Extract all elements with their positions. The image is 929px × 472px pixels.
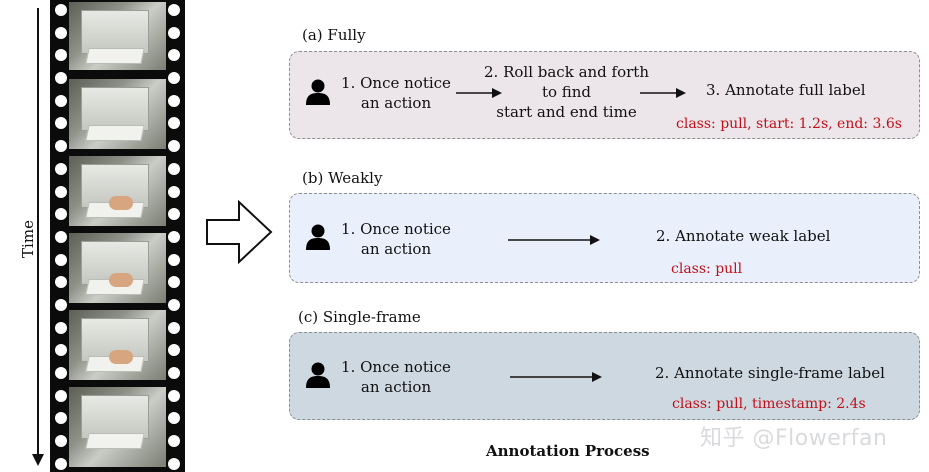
video-frame-3 (69, 156, 166, 226)
figure-caption: Annotation Process (486, 442, 650, 460)
step-notice-weakly: 1. Once notice an action (340, 219, 452, 259)
down-arrow-icon (32, 454, 44, 466)
panel-single-frame (289, 332, 920, 420)
step-text: 2. Roll back and forth (484, 63, 649, 81)
film-sprocket-holes-left (54, 4, 68, 470)
video-frame-1 (69, 2, 166, 70)
step-notice-fully: 1. Once notice an action (340, 73, 452, 113)
video-frame-4 (69, 233, 166, 303)
panel-weakly (289, 193, 920, 283)
step-text: to find (541, 83, 592, 101)
right-arrow-icon (510, 372, 602, 382)
video-frame-6 (69, 387, 166, 467)
person-icon (306, 79, 330, 105)
weak-label-annotation: class: pull (671, 261, 743, 277)
time-axis-label: Time (19, 220, 37, 258)
step-text: 1. Once notice (341, 358, 451, 376)
step-annotate-single-frame: 2. Annotate single-frame label (655, 364, 885, 382)
right-arrow-icon (456, 88, 502, 98)
right-arrow-icon (508, 235, 600, 245)
step-rollback-fully: 2. Roll back and forth to find start and… (484, 62, 649, 122)
step-annotate-weak: 2. Annotate weak label (656, 227, 831, 245)
full-label-annotation: class: pull, start: 1.2s, end: 3.6s (676, 116, 902, 132)
time-axis-line (37, 8, 39, 458)
panel-title-single-frame: (c) Single-frame (298, 308, 421, 326)
video-frame-2 (69, 79, 166, 149)
film-sprocket-holes-right (167, 4, 181, 470)
step-text: an action (360, 94, 432, 112)
step-annotate-full: 3. Annotate full label (706, 81, 866, 99)
right-arrow-icon (640, 88, 686, 98)
step-text: start and end time (496, 103, 637, 121)
panel-fully (289, 51, 920, 139)
step-text: an action (360, 240, 432, 258)
step-text: 1. Once notice (341, 74, 451, 92)
person-icon (306, 362, 330, 388)
step-notice-single: 1. Once notice an action (340, 357, 452, 397)
step-text: an action (360, 378, 432, 396)
video-frame-5 (69, 310, 166, 380)
hollow-arrow-icon (206, 200, 273, 264)
panel-title-fully: (a) Fully (302, 26, 366, 44)
person-icon (306, 224, 330, 250)
single-frame-label-annotation: class: pull, timestamp: 2.4s (672, 396, 866, 412)
step-text: 1. Once notice (341, 220, 451, 238)
panel-title-weakly: (b) Weakly (302, 169, 383, 187)
film-strip (50, 0, 185, 472)
watermark: 知乎 @Flowerfan (700, 426, 888, 451)
